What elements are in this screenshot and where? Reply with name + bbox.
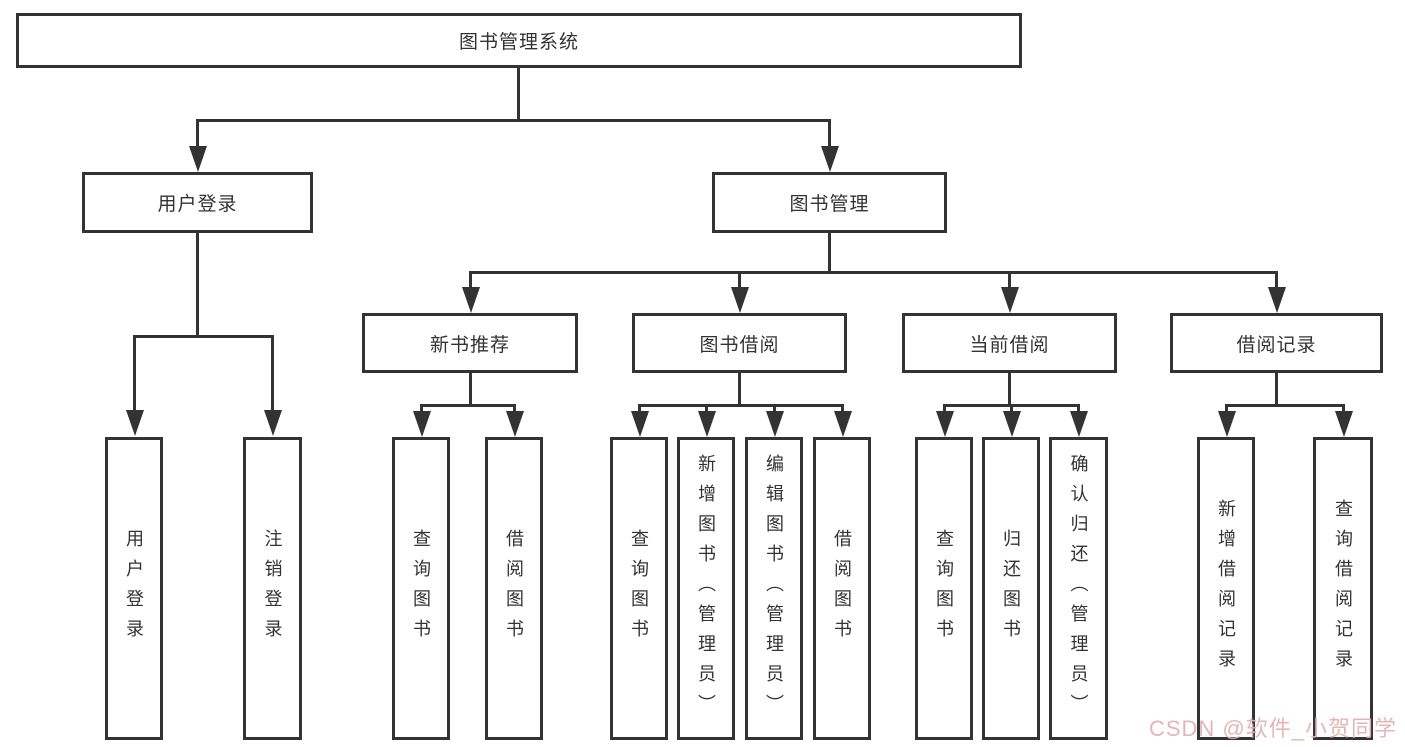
node-user-login-label: 用户登录 xyxy=(157,194,238,215)
node-root: 图书管理系统 xyxy=(16,13,1022,68)
arrow-to-leaf-query-borrow-record xyxy=(1342,404,1345,411)
connector-borrow-record-stem xyxy=(1275,373,1278,406)
arrow-to-leaf-edit-books-admin xyxy=(773,404,776,411)
arrow-to-leaf-borrow-books-2 xyxy=(841,404,844,411)
node-leaf-logout-label: 注销登录 xyxy=(262,528,283,649)
connector-root-split xyxy=(196,119,831,122)
connector-book-borrow-stem xyxy=(738,373,741,406)
node-book-borrow: 图书借阅 xyxy=(632,313,847,373)
connector-book-management-split xyxy=(469,271,1278,274)
node-leaf-add-borrow-record-label: 新增借阅记录 xyxy=(1216,498,1236,679)
node-leaf-borrow-books-2: 借阅图书 xyxy=(813,437,871,740)
node-leaf-user-login-label: 用户登录 xyxy=(124,528,144,649)
csdn-watermark: CSDN @软件_小贺同学 xyxy=(1148,716,1397,741)
arrow-to-user-login xyxy=(196,119,199,146)
arrow-to-book-borrow xyxy=(738,271,741,287)
arrow-to-leaf-add-books-admin xyxy=(705,404,708,411)
node-leaf-add-books-admin: 新增图书（管理员） xyxy=(677,437,735,740)
node-leaf-query-books-2: 查询图书 xyxy=(610,437,668,740)
node-book-borrow-label: 图书借阅 xyxy=(699,334,780,356)
node-leaf-query-books-3-label: 查询图书 xyxy=(934,528,954,649)
node-leaf-borrow-books-2-label: 借阅图书 xyxy=(832,528,852,649)
node-current-borrow: 当前借阅 xyxy=(902,313,1117,373)
arrow-to-leaf-add-borrow-record xyxy=(1225,404,1228,411)
node-leaf-logout: 注销登录 xyxy=(243,437,302,740)
node-leaf-return-books-label: 归还图书 xyxy=(1001,528,1021,649)
connector-new-book-recommend-stem xyxy=(469,373,472,406)
arrow-to-leaf-query-books-3 xyxy=(943,404,946,411)
node-leaf-add-borrow-record: 新增借阅记录 xyxy=(1197,437,1255,740)
node-leaf-query-books-2-label: 查询图书 xyxy=(629,528,649,649)
arrow-to-leaf-query-books-2 xyxy=(638,404,641,411)
arrow-to-leaf-user-login xyxy=(133,335,136,410)
node-book-management: 图书管理 xyxy=(712,172,947,233)
connector-book-management-stem xyxy=(828,233,831,273)
node-leaf-confirm-return-admin: 确认归还（管理员） xyxy=(1049,437,1108,740)
node-borrow-record-label: 借阅记录 xyxy=(1236,334,1317,356)
arrow-to-leaf-return-books xyxy=(1010,404,1013,411)
node-borrow-record: 借阅记录 xyxy=(1170,313,1383,373)
node-leaf-borrow-books-1-label: 借阅图书 xyxy=(504,528,524,649)
arrow-to-book-management xyxy=(828,119,831,146)
connector-book-borrow-split xyxy=(638,404,844,407)
node-leaf-confirm-return-admin-label: 确认归还（管理员） xyxy=(1068,453,1089,724)
arrow-to-new-book-recommend xyxy=(469,271,472,287)
node-new-book-recommend-label: 新书推荐 xyxy=(429,334,510,356)
node-current-borrow-label: 当前借阅 xyxy=(969,334,1050,356)
arrow-to-leaf-borrow-books-1 xyxy=(513,404,516,411)
node-leaf-add-books-admin-label: 新增图书（管理员） xyxy=(696,453,716,724)
connector-borrow-record-split xyxy=(1225,404,1345,407)
connector-user-login-split xyxy=(133,335,274,338)
arrow-to-leaf-confirm-return-admin xyxy=(1077,404,1080,411)
connector-new-book-recommend-split xyxy=(420,404,516,407)
node-leaf-query-books-3: 查询图书 xyxy=(915,437,973,740)
arrow-to-borrow-record xyxy=(1275,271,1278,287)
arrow-to-leaf-query-books-1 xyxy=(420,404,423,411)
arrow-to-leaf-logout xyxy=(271,335,274,410)
node-new-book-recommend: 新书推荐 xyxy=(362,313,578,373)
node-leaf-edit-books-admin: 编辑图书（管理员） xyxy=(745,437,803,740)
node-leaf-user-login: 用户登录 xyxy=(105,437,163,740)
node-leaf-query-borrow-record: 查询借阅记录 xyxy=(1313,437,1373,740)
node-leaf-return-books: 归还图书 xyxy=(982,437,1040,740)
connector-user-login-stem xyxy=(196,233,199,338)
node-leaf-borrow-books-1: 借阅图书 xyxy=(485,437,543,740)
connector-current-borrow-stem xyxy=(1008,373,1011,406)
node-user-login: 用户登录 xyxy=(82,172,313,233)
node-root-label: 图书管理系统 xyxy=(458,32,579,53)
node-leaf-query-books-1: 查询图书 xyxy=(392,437,450,740)
arrow-to-current-borrow xyxy=(1008,271,1011,287)
node-leaf-edit-books-admin-label: 编辑图书（管理员） xyxy=(764,453,784,724)
node-leaf-query-books-1-label: 查询图书 xyxy=(411,528,431,649)
node-leaf-query-borrow-record-label: 查询借阅记录 xyxy=(1333,498,1353,679)
connector-root-stem xyxy=(517,68,520,120)
node-book-management-label: 图书管理 xyxy=(789,194,870,215)
